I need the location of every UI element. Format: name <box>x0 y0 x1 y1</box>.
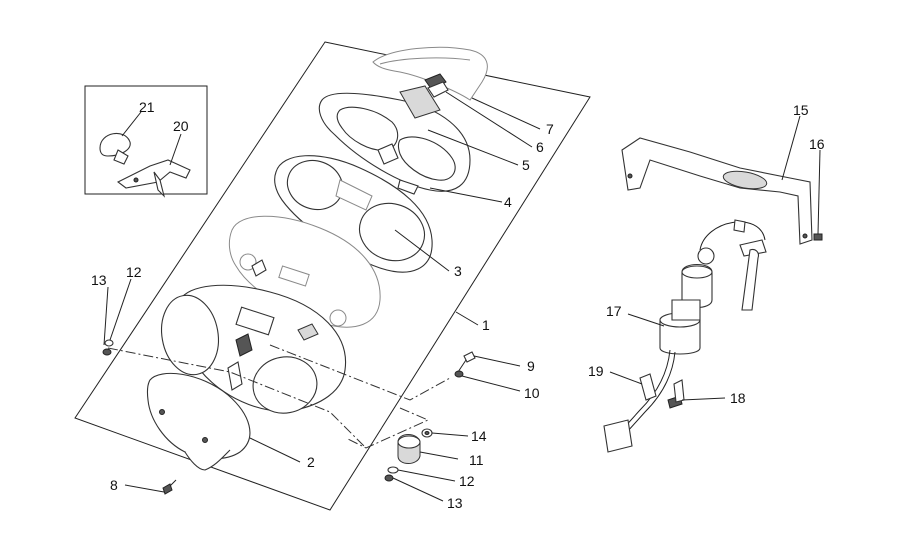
callout-1: 1 <box>482 317 490 333</box>
nut-13-right <box>384 474 394 482</box>
lens-cover-part-4 <box>274 155 433 273</box>
washer-12-right <box>387 466 399 474</box>
bracket-20 <box>116 159 191 198</box>
callout-10: 10 <box>524 385 540 401</box>
callout-5: 5 <box>522 157 530 173</box>
callout-12-left: 12 <box>126 264 142 280</box>
callout-3: 3 <box>454 263 462 279</box>
callout-8: 8 <box>110 477 118 493</box>
nut-13-left <box>102 348 112 356</box>
rubber-grommet-21 <box>99 132 131 165</box>
callout-21: 21 <box>139 99 155 115</box>
support-bracket-15 <box>621 137 813 245</box>
callout-20: 20 <box>173 118 189 134</box>
callout-12-right: 12 <box>459 473 475 489</box>
washer-14 <box>421 428 433 438</box>
callout-17: 17 <box>606 303 622 319</box>
callout-9: 9 <box>527 358 535 374</box>
mount-dash-line <box>107 347 367 449</box>
upper-cover-part-5 <box>318 85 471 192</box>
callout-4: 4 <box>504 194 512 210</box>
callout-13-left: 13 <box>91 272 107 288</box>
ignition-switch-17 <box>603 219 767 453</box>
callout-2: 2 <box>307 454 315 470</box>
connector-clip-6 <box>424 73 449 98</box>
callout-15: 15 <box>793 102 809 118</box>
callout-14: 14 <box>471 428 487 444</box>
callout-labels: 21 20 13 12 7 6 5 4 3 1 9 10 14 11 12 13… <box>91 99 825 511</box>
leader-lines <box>103 91 821 502</box>
dial-board-part-3 <box>228 215 381 328</box>
screw-9 <box>457 351 476 373</box>
gauge-housing <box>161 284 347 414</box>
assembly-frame-1 <box>74 41 591 511</box>
connector-19 <box>639 373 657 401</box>
visor-part-7 <box>372 46 488 101</box>
rubber-mount-11 <box>397 434 421 464</box>
washer-10 <box>454 370 464 378</box>
mount-dash-line-right <box>269 344 451 401</box>
screw-8 <box>162 479 177 495</box>
callout-16: 16 <box>809 136 825 152</box>
screw-16 <box>813 233 823 241</box>
callout-13-right: 13 <box>447 495 463 511</box>
callout-19: 19 <box>588 363 604 379</box>
callout-6: 6 <box>536 139 544 155</box>
callout-18: 18 <box>730 390 746 406</box>
washer-12-left <box>104 339 114 347</box>
mount-dash-box <box>345 407 430 449</box>
screw-18 <box>667 379 685 409</box>
rear-cover-part-2 <box>146 372 251 471</box>
callout-7: 7 <box>546 121 554 137</box>
callout-11: 11 <box>469 452 484 468</box>
inset-box-20-21 <box>84 85 208 195</box>
